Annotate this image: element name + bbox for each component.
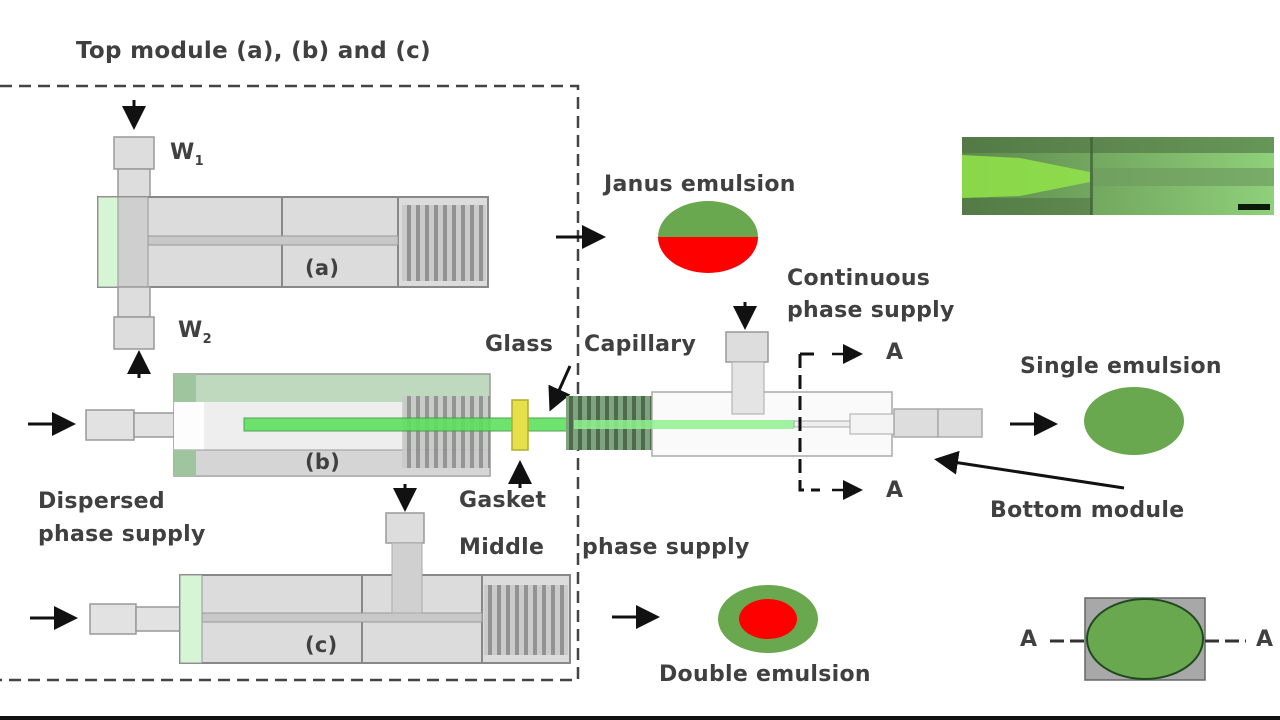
cross-section-label-right: A (1256, 627, 1274, 652)
bottom-module (566, 302, 1125, 500)
section-marker-top: A (886, 340, 904, 365)
janus-emulsion-drop (658, 201, 758, 273)
module-b-label: (b) (305, 450, 341, 474)
continuous-phase-label-line2: phase supply (787, 298, 955, 323)
module-a-label: (a) (305, 256, 340, 280)
double-emulsion-drop (718, 585, 818, 653)
cross-section-label-left: A (1020, 627, 1038, 652)
middle-phase-label-right: phase supply (582, 535, 750, 560)
inlet-w2-label: W2 (178, 318, 212, 347)
module-c (30, 484, 660, 664)
dispersed-phase-label-line2: phase supply (38, 522, 206, 547)
continuous-phase-label-line1: Continuous (787, 266, 931, 291)
bottom-module-label: Bottom module (990, 498, 1185, 523)
section-marker-bottom: A (886, 478, 904, 503)
w1-subscript: 1 (194, 154, 204, 169)
module-c-label: (c) (305, 633, 338, 657)
w2-subscript: 2 (202, 332, 212, 347)
module-b (28, 365, 575, 488)
capillary-label: Capillary (584, 332, 697, 357)
dispersed-phase-label-line1: Dispersed (38, 489, 165, 514)
frame-title: Top module (a), (b) and (c) (76, 38, 431, 64)
microscope-image (962, 137, 1274, 215)
inlet-w1-label: W1 (170, 140, 204, 169)
single-emulsion-label: Single emulsion (1020, 354, 1222, 379)
middle-phase-label-left: Middle (459, 535, 545, 560)
module-a (97, 100, 606, 378)
janus-emulsion-label: Janus emulsion (604, 172, 796, 197)
gasket-label: Gasket (459, 488, 547, 513)
glass-label: Glass (485, 332, 554, 357)
bottom-border (0, 716, 1280, 720)
top-module-frame (0, 84, 580, 682)
cross-section-a-a (1050, 597, 1246, 681)
single-emulsion-drop (1084, 387, 1184, 455)
w2-letter: W (178, 318, 203, 343)
w1-letter: W (170, 140, 195, 165)
scale-bar (1238, 204, 1270, 210)
double-emulsion-label: Double emulsion (659, 662, 871, 687)
